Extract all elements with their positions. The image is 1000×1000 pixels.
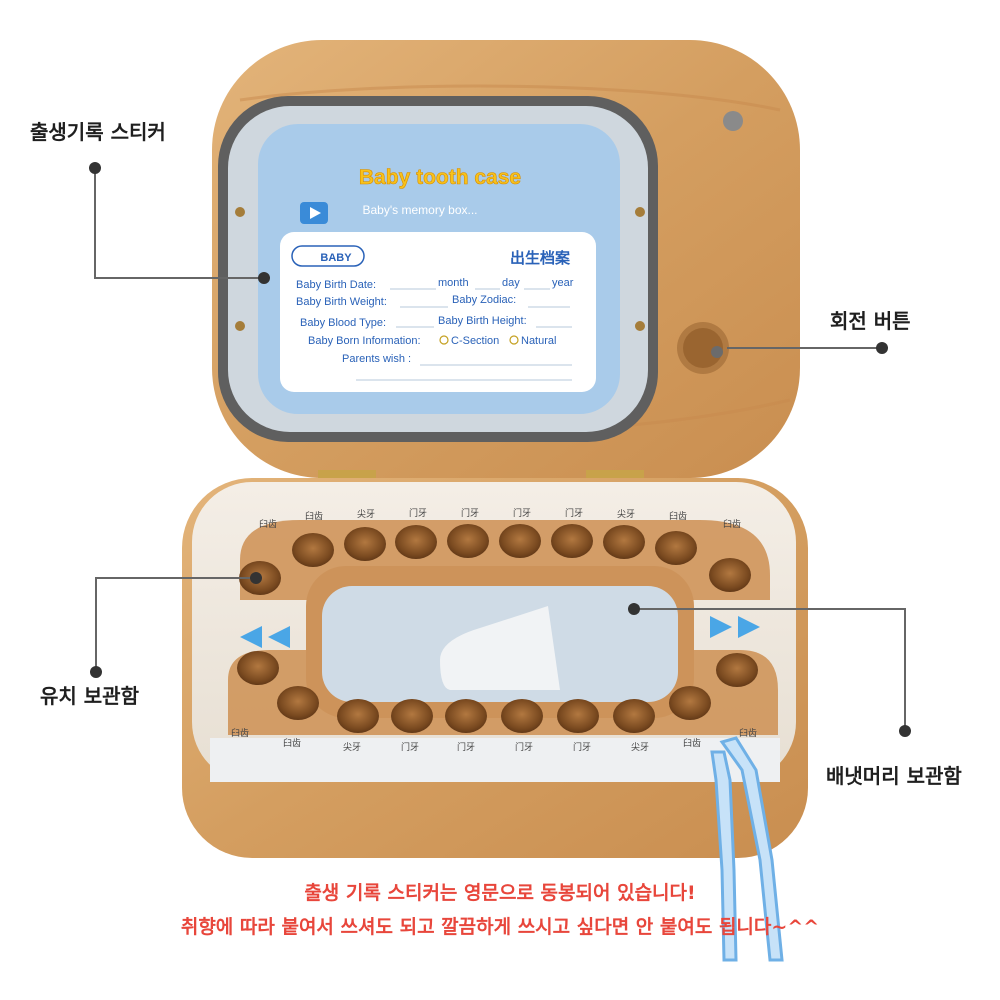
tooth-hole	[499, 524, 541, 558]
slot-label-top: 尖牙	[357, 508, 375, 520]
tooth-hole	[655, 531, 697, 565]
slot-label-bottom: 臼齿	[231, 727, 249, 739]
slot-label-top: 臼齿	[259, 518, 277, 530]
slot-label-bottom: 臼齿	[739, 727, 757, 739]
callout-dot-sticker	[89, 162, 101, 174]
field-blood: Baby Blood Type:	[300, 317, 386, 329]
slot-label-bottom: 臼齿	[683, 737, 701, 749]
field-day: day	[502, 277, 520, 289]
slot-label-top: 门牙	[513, 507, 531, 519]
slot-label-top: 臼齿	[669, 510, 687, 522]
field-month: month	[438, 277, 469, 289]
field-born-info: Baby Born Information:	[308, 335, 421, 347]
tooth-hole	[669, 686, 711, 720]
sticker-title: Baby tooth case	[359, 166, 521, 189]
sticker-badge: BABY	[320, 252, 352, 264]
tooth-storage	[237, 524, 758, 733]
slot-label-top: 臼齿	[305, 510, 323, 522]
tooth-hole	[557, 699, 599, 733]
tooth-hole	[395, 525, 437, 559]
callout-dot-tooth	[90, 666, 102, 678]
option-natural: Natural	[521, 335, 556, 347]
forward-arrows-icon	[710, 616, 760, 638]
tooth-hole	[613, 699, 655, 733]
tooth-hole	[501, 699, 543, 733]
sticker-subtitle: Baby's memory box...	[363, 203, 478, 217]
slot-label-top: 门牙	[409, 507, 427, 519]
tooth-hole	[709, 558, 751, 592]
callout-tooth-storage: 유치 보관함	[40, 684, 139, 708]
callout-dot-navel	[899, 725, 911, 737]
sticker-chinese-title: 出生档案	[510, 249, 571, 267]
rotate-button[interactable]	[677, 322, 729, 374]
tooth-hole	[391, 699, 433, 733]
wooden-lid	[212, 40, 800, 478]
slot-label-top: 门牙	[461, 507, 479, 519]
slot-label-bottom: 尖牙	[631, 741, 649, 753]
option-csection: C-Section	[451, 335, 499, 347]
tv-icon	[300, 202, 328, 224]
tooth-hole	[603, 525, 645, 559]
tooth-hole	[337, 699, 379, 733]
callout-rotate-button: 회전 버튼	[830, 309, 911, 333]
note-line-2: 취향에 따라 붙여서 쓰셔도 되고 깔끔하게 쓰시고 싶다면 안 붙여도 됩니다…	[180, 916, 820, 938]
tooth-hole	[292, 533, 334, 567]
field-weight: Baby Birth Weight:	[296, 296, 387, 308]
slot-label-bottom: 尖牙	[343, 741, 361, 753]
note-line-1: 출생 기록 스티커는 영문으로 동봉되어 있습니다!	[304, 882, 696, 904]
tooth-hole	[716, 653, 758, 687]
slot-label-bottom: 臼齿	[283, 737, 301, 749]
tooth-hole	[447, 524, 489, 558]
slot-label-bottom: 门牙	[573, 741, 591, 753]
tooth-hole	[277, 686, 319, 720]
callout-birth-sticker: 출생기록 스티커	[30, 120, 166, 144]
slot-label-top: 臼齿	[723, 518, 741, 530]
tooth-hole	[237, 651, 279, 685]
field-parents-wish: Parents wish :	[342, 353, 411, 365]
slot-label-group: 臼齿臼齿尖牙门牙门牙门牙门牙尖牙臼齿臼齿臼齿臼齿尖牙门牙门牙门牙门牙尖牙臼齿臼齿	[231, 507, 757, 753]
field-year: year	[552, 277, 574, 289]
callout-lines	[94, 168, 906, 731]
lid-magnet-right	[723, 111, 743, 131]
tweezers	[710, 736, 784, 962]
slot-label-bottom: 门牙	[401, 741, 419, 753]
callout-navel-storage: 배냇머리 보관함	[826, 764, 962, 788]
tooth-hole	[344, 527, 386, 561]
field-zodiac: Baby Zodiac:	[452, 294, 516, 306]
slot-label-bottom: 门牙	[515, 741, 533, 753]
field-birth-date: Baby Birth Date:	[296, 279, 376, 291]
tooth-hole	[445, 699, 487, 733]
rewind-arrows-icon	[240, 626, 290, 648]
slot-label-top: 门牙	[565, 507, 583, 519]
callout-dot-rotate	[876, 342, 888, 354]
tooth-hole	[551, 524, 593, 558]
slot-label-top: 尖牙	[617, 508, 635, 520]
slot-label-bottom: 门牙	[457, 741, 475, 753]
field-height: Baby Birth Height:	[438, 315, 527, 327]
